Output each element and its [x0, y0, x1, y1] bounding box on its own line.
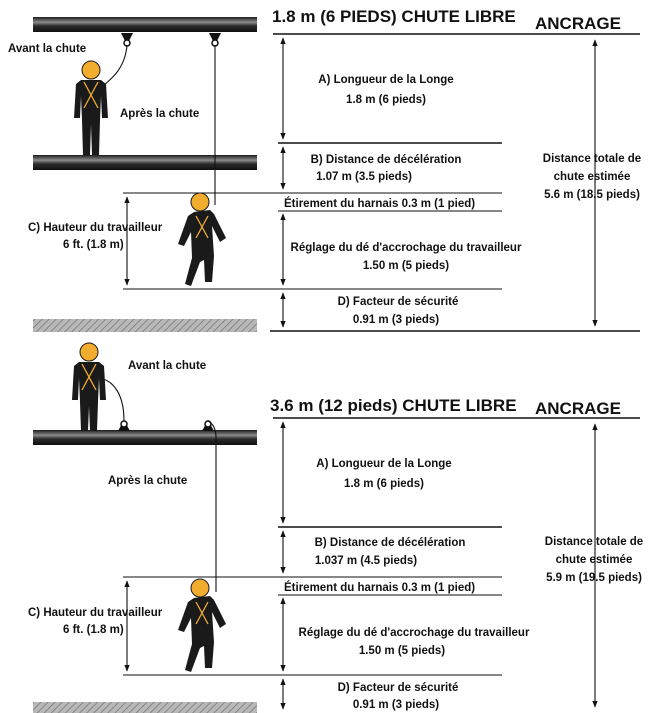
anchor-icon	[120, 420, 128, 428]
total-distance-label: chute estimée	[554, 171, 631, 183]
harness-stretch-label: Étirement du harnais 0.3 m (1 pied)	[284, 197, 475, 210]
worker-before-fall-icon	[72, 342, 106, 431]
deceleration-value: 1.037 m (4.5 pieds)	[315, 555, 417, 567]
total-distance-value: 5.9 m (19.5 pieds)	[546, 572, 642, 584]
safety-factor-value: 0.91 m (3 pieds)	[353, 314, 439, 326]
panel-title: 3.6 m (12 pieds) CHUTE LIBRE	[270, 396, 517, 415]
anchor-beam	[33, 430, 257, 445]
harness-stretch-label: Étirement du harnais 0.3 m (1 pied)	[284, 581, 475, 594]
worker-height-value: 6 ft. (1.8 m)	[63, 624, 124, 636]
anchorage-label: ANCRAGE	[535, 399, 621, 418]
anchor-beam	[33, 17, 257, 32]
worker-after-fall-icon	[178, 578, 226, 672]
worker-before-fall-icon	[74, 60, 108, 155]
d-ring-setting-label: Réglage du dé d'accrochage du travailleu…	[291, 242, 522, 254]
anchor-icon	[209, 33, 221, 45]
lanyard-length-value: 1.8 m (6 pieds)	[344, 478, 424, 490]
total-distance-label: Distance totale de	[545, 536, 643, 548]
before-fall-label: Avant la chute	[8, 43, 86, 55]
anchorage-label: ANCRAGE	[535, 14, 621, 33]
walking-surface-beam	[33, 155, 257, 170]
deceleration-label: B) Distance de décélération	[315, 537, 466, 549]
d-ring-setting-value: 1.50 m (5 pieds)	[363, 260, 449, 272]
d-ring-setting-value: 1.50 m (5 pieds)	[359, 645, 445, 657]
after-fall-label: Après la chute	[108, 475, 187, 487]
total-distance-label: chute estimée	[556, 554, 633, 566]
safety-factor-label: D) Facteur de sécurité	[338, 682, 459, 694]
ground	[33, 702, 257, 713]
deceleration-value: 1.07 m (3.5 pieds)	[316, 171, 412, 183]
lanyard-length-label: A) Longueur de la Longe	[318, 74, 453, 86]
worker-height-label: C) Hauteur du travailleur	[28, 607, 163, 619]
safety-factor-label: D) Facteur de sécurité	[338, 296, 459, 308]
lanyard-length-label: A) Longueur de la Longe	[316, 458, 451, 470]
total-distance-value: 5.6 m (18.5 pieds)	[544, 189, 640, 201]
worker-height-value: 6 ft. (1.8 m)	[63, 239, 124, 251]
total-distance-label: Distance totale de	[543, 153, 641, 165]
deceleration-label: B) Distance de décélération	[311, 154, 462, 166]
before-fall-label: Avant la chute	[128, 360, 206, 372]
safety-factor-value: 0.91 m (3 pieds)	[353, 699, 439, 711]
lanyard-after	[207, 420, 217, 592]
anchor-icon	[121, 33, 133, 45]
lanyard-length-value: 1.8 m (6 pieds)	[346, 94, 426, 106]
d-ring-setting-label: Réglage du dé d'accrochage du travailleu…	[299, 627, 530, 639]
after-fall-label: Après la chute	[120, 108, 199, 120]
panel-title: 1.8 m (6 PIEDS) CHUTE LIBRE	[272, 7, 516, 26]
panel-2: Avant la chute 3.6 m (12 pieds) CHUTE LI…	[28, 342, 643, 713]
worker-height-label: C) Hauteur du travailleur	[28, 222, 163, 234]
worker-after-fall-icon	[178, 192, 226, 286]
ground	[33, 319, 257, 332]
panel-1: 1.8 m (6 PIEDS) CHUTE LIBRE ANCRAGE Avan…	[8, 7, 641, 332]
